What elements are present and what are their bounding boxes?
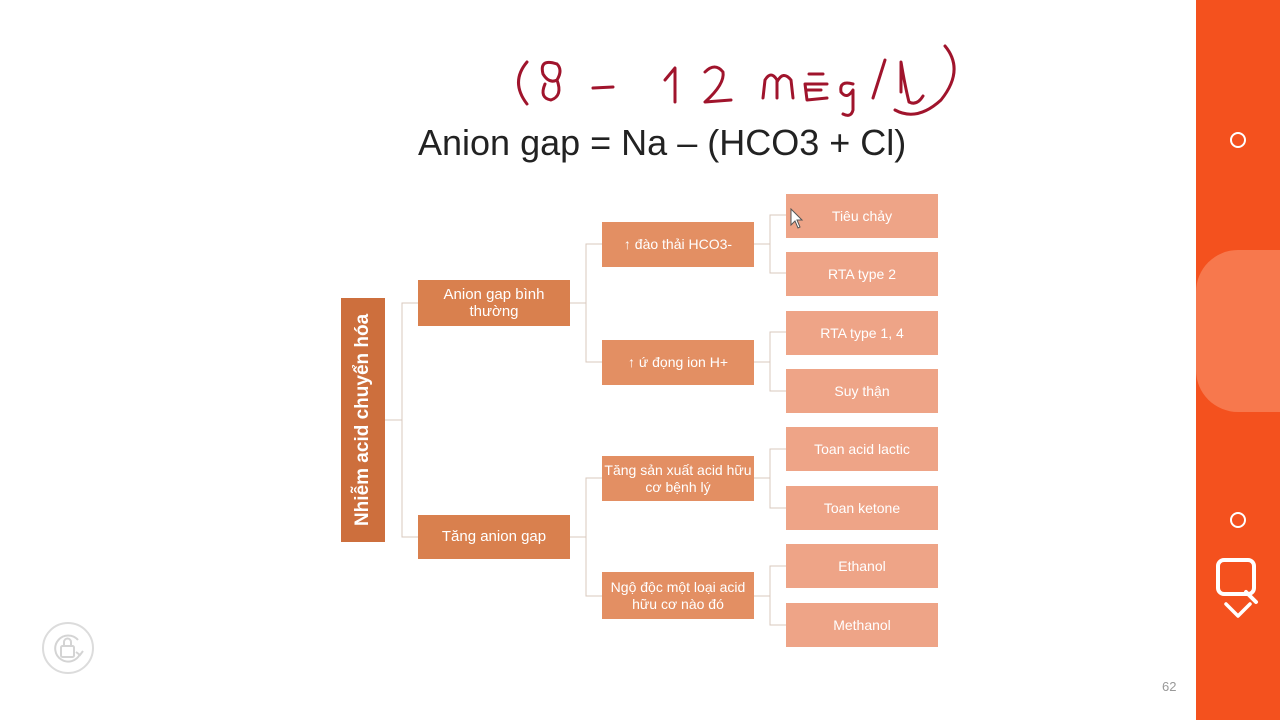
- level1-node-normal-gap: Anion gap bình thường: [418, 280, 570, 326]
- sidebar: [1196, 0, 1280, 720]
- slide-title: Anion gap = Na – (HCO3 + Cl): [418, 122, 907, 163]
- level3-node-renal-failure: Suy thận: [786, 369, 938, 413]
- level3-node-ketone: Toan ketone: [786, 486, 938, 530]
- level3-node-methanol: Methanol: [786, 603, 938, 647]
- circle-icon[interactable]: [1230, 132, 1246, 148]
- level3-node-rta2: RTA type 2: [786, 252, 938, 296]
- level3-node-lactic: Toan acid lactic: [786, 427, 938, 471]
- level3-node-ethanol: Ethanol: [786, 544, 938, 588]
- level2-node-organic-acid: Tăng sản xuất acid hữu cơ bệnh lý: [602, 456, 754, 501]
- sidebar-active-item[interactable]: [1196, 250, 1280, 604]
- lock-rotate-icon: [54, 634, 84, 663]
- search-icon: [1216, 558, 1258, 604]
- page-number: 62: [1162, 679, 1177, 694]
- level3-node-diarrhea: Tiêu chảy: [786, 194, 938, 238]
- level2-node-hco3-loss: ↑ đào thải HCO3-: [602, 222, 754, 267]
- chevron-down-icon[interactable]: [1222, 598, 1254, 622]
- mouse-cursor-icon: [790, 208, 804, 229]
- presentation-slide: Anion gap = Na – (HCO3 + Cl) Nhiễm acid …: [42, 44, 1177, 694]
- circle-icon[interactable]: [1230, 512, 1246, 528]
- root-node-label: Nhiễm acid chuyển hóa: [352, 313, 374, 527]
- level3-node-rta14: RTA type 1, 4: [786, 311, 938, 355]
- level2-node-h-retention: ↑ ứ đọng ion H+: [602, 340, 754, 385]
- root-node: Nhiễm acid chuyển hóa: [341, 298, 385, 542]
- level1-node-high-gap: Tăng anion gap: [418, 515, 570, 559]
- level2-node-poisoning: Ngộ độc một loại acid hữu cơ nào đó: [602, 572, 754, 619]
- lock-rotation-button[interactable]: [42, 622, 94, 674]
- handwritten-annotation: [517, 44, 956, 117]
